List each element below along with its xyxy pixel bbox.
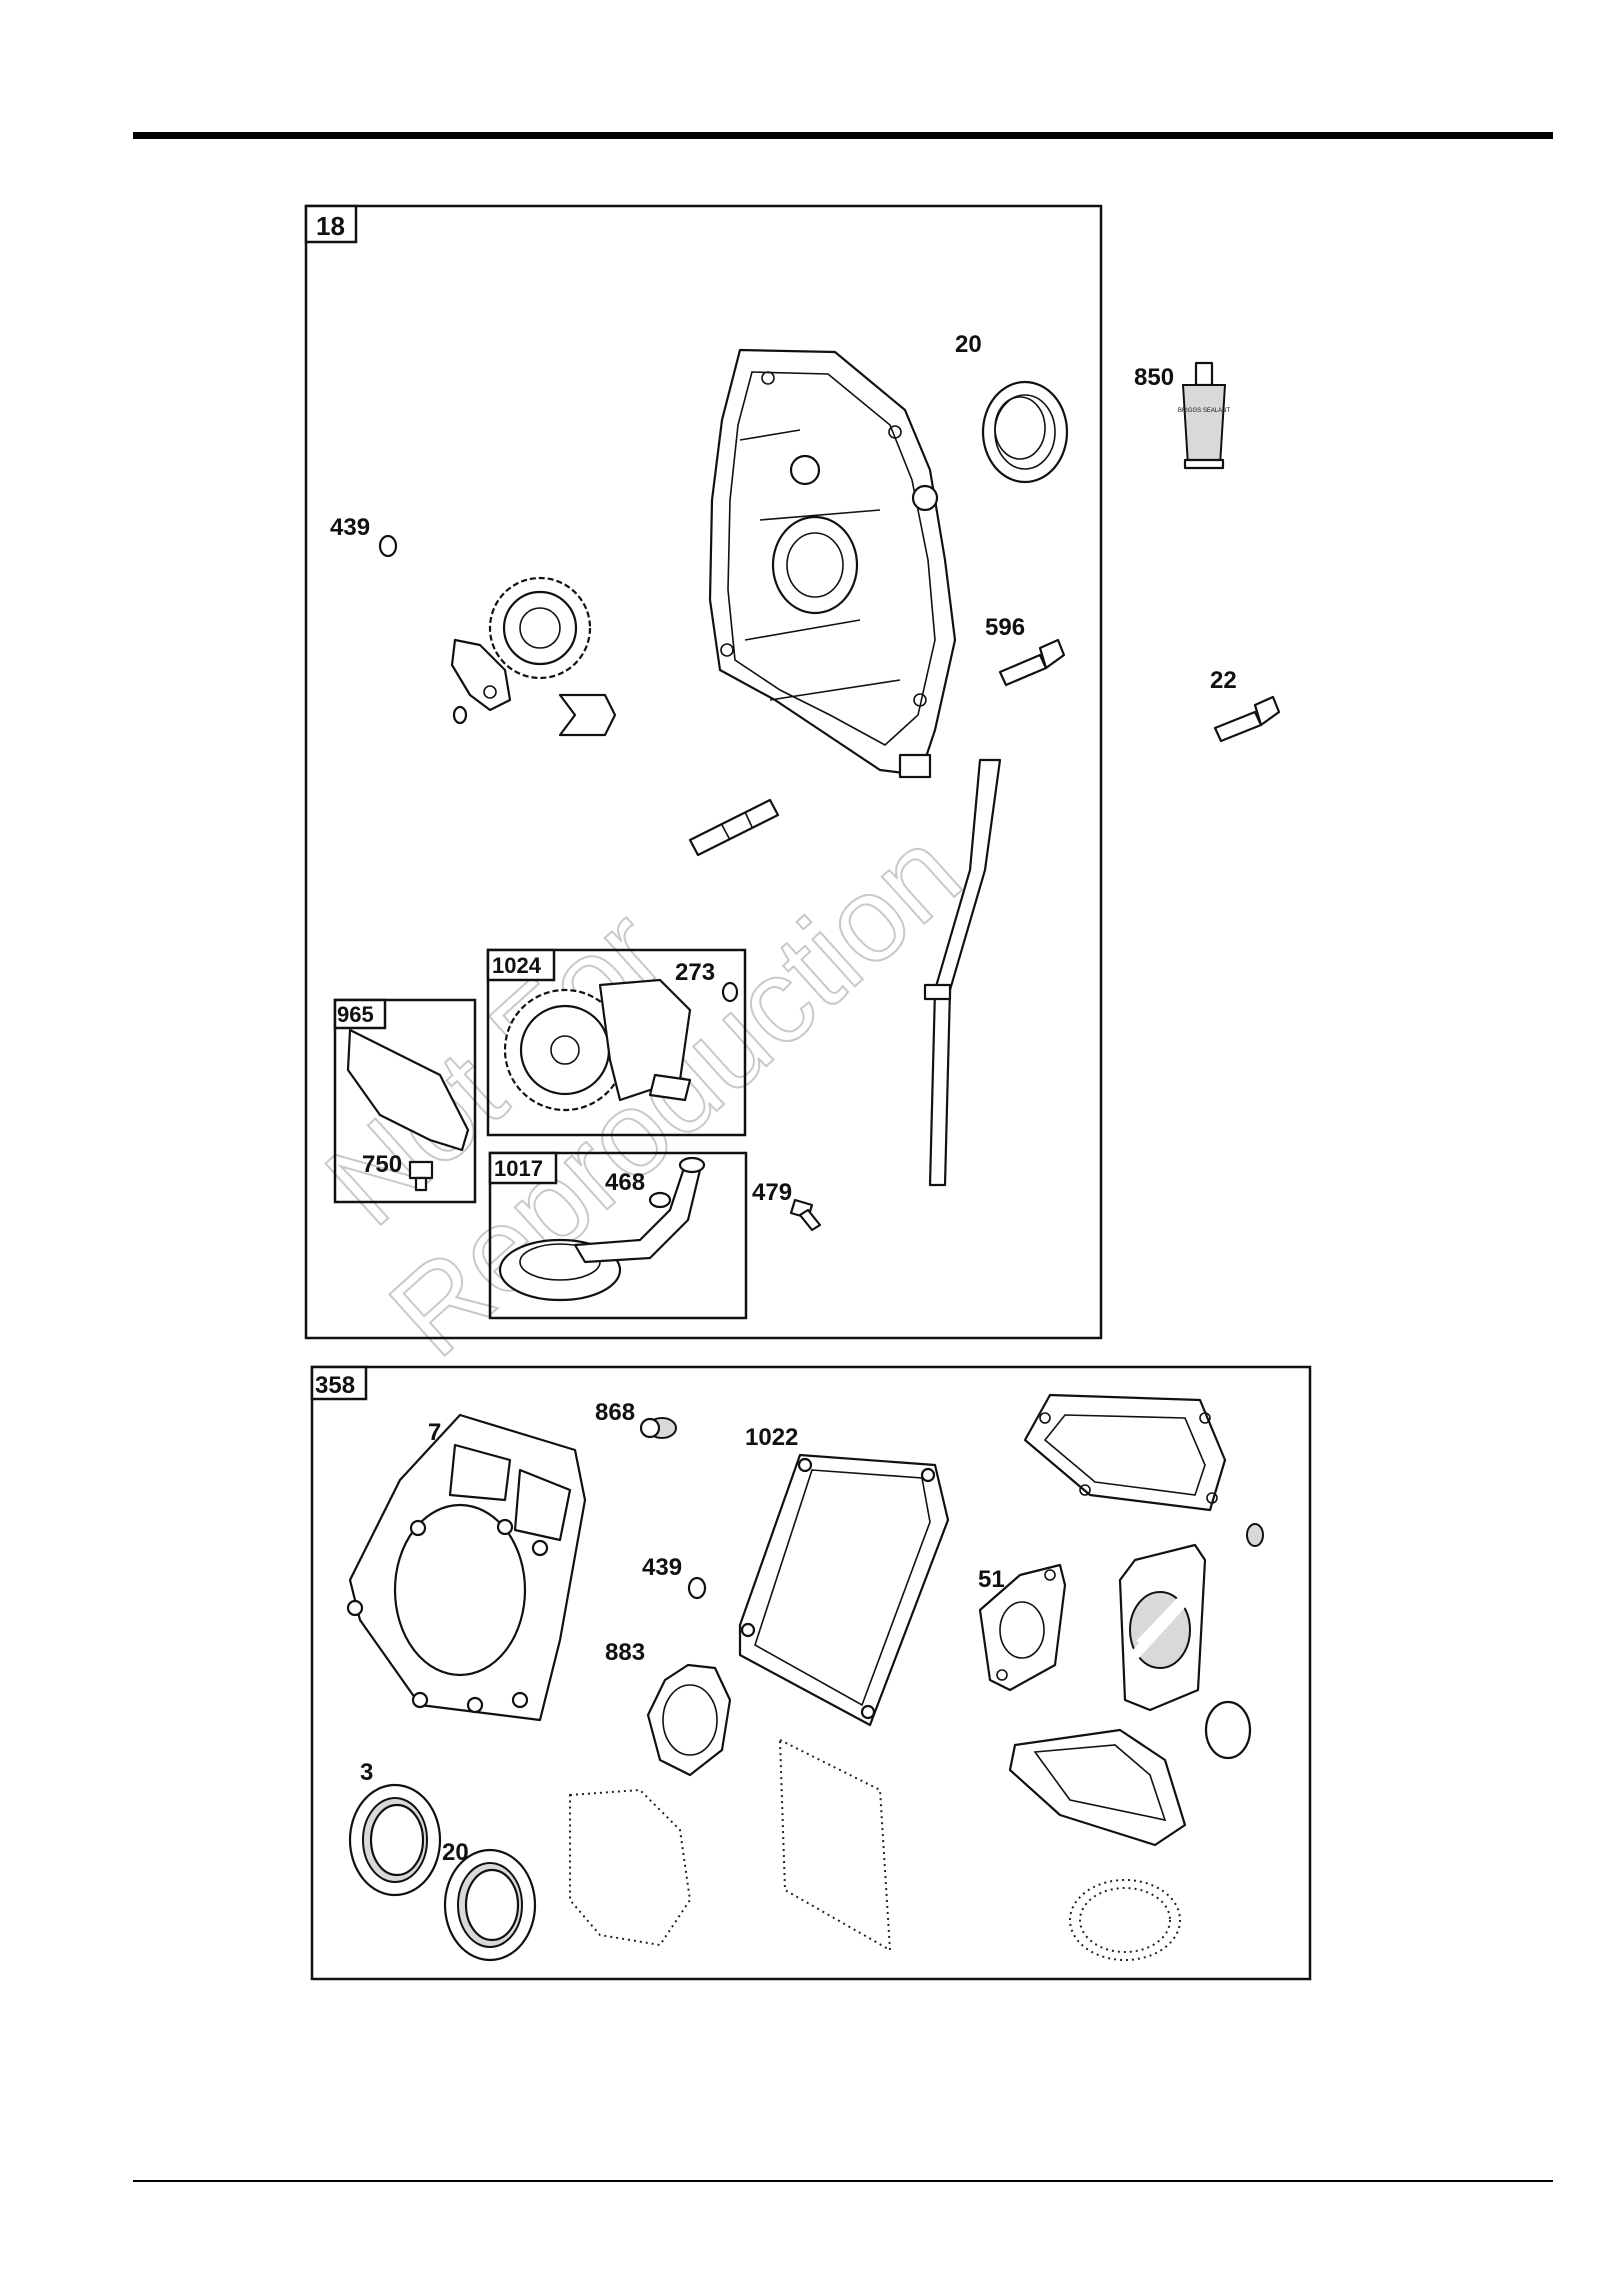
subgroup-1017-label: 1017 (494, 1156, 543, 1181)
label-seal-20: 20 (955, 331, 982, 358)
label-valve-cover-gasket-1022: 1022 (745, 1424, 798, 1451)
label-bolt-596: 596 (985, 614, 1025, 641)
subgroup-1024-label: 1024 (492, 953, 542, 978)
cam-gear (452, 578, 615, 735)
small-ring-right (1247, 1524, 1263, 1546)
oring-439 (380, 536, 396, 556)
oring-439-set (689, 1578, 705, 1598)
dotted-gasket-left (570, 1790, 690, 1945)
group-358-label: 358 (315, 1372, 355, 1399)
header-rule (133, 132, 1553, 139)
exhaust-gasket (1010, 1730, 1185, 1845)
dowel-pin (690, 800, 778, 855)
oil-seal-20 (983, 382, 1067, 482)
dipstick-tube (925, 760, 1000, 1185)
oring-273 (723, 983, 737, 1001)
valve-cover-gasket-1022 (740, 1455, 948, 1725)
screw-479 (791, 1200, 820, 1230)
label-screw-479: 479 (752, 1179, 792, 1206)
bolt-22 (1215, 697, 1279, 741)
label-bolt-22: 22 (1210, 667, 1237, 694)
subgroup-965-label: 965 (337, 1002, 374, 1027)
label-valve-seal-868: 868 (595, 1399, 635, 1426)
label-oring-439: 439 (330, 514, 370, 541)
dotted-ring-bottom-right (1070, 1880, 1180, 1960)
dotted-gasket-middle (780, 1740, 890, 1950)
governor-gear-assembly (505, 980, 690, 1110)
gasket-883 (648, 1665, 730, 1775)
oring-468 (650, 1193, 670, 1207)
label-gasket-883: 883 (605, 1639, 645, 1666)
intake-gasket (1025, 1395, 1225, 1510)
head-gasket-7 (348, 1415, 585, 1720)
carburetor-gasket (1120, 1545, 1205, 1710)
sealant-tube: BRIGGS SEALANT (1178, 363, 1231, 468)
group-18-label: 18 (316, 211, 345, 241)
bolt-596 (1000, 640, 1064, 685)
footer-rule (133, 2180, 1553, 2182)
crankcase-cover (710, 350, 955, 777)
label-oring-273: 273 (675, 959, 715, 986)
sealant-tube-text: BRIGGS SEALANT (1178, 408, 1231, 414)
label-oring-439-set: 439 (642, 1554, 682, 1581)
label-seal-3: 3 (360, 1759, 373, 1786)
label-screw-750: 750 (362, 1151, 402, 1178)
label-gasket-51: 51 (978, 1566, 1005, 1593)
oil-seal-20-set (445, 1850, 535, 1960)
oil-seal-3 (350, 1785, 440, 1895)
valve-seal-868 (641, 1418, 676, 1438)
oring-right-medium (1206, 1702, 1250, 1758)
label-sealant-850: 850 (1134, 364, 1174, 391)
label-oring-468: 468 (605, 1169, 645, 1196)
